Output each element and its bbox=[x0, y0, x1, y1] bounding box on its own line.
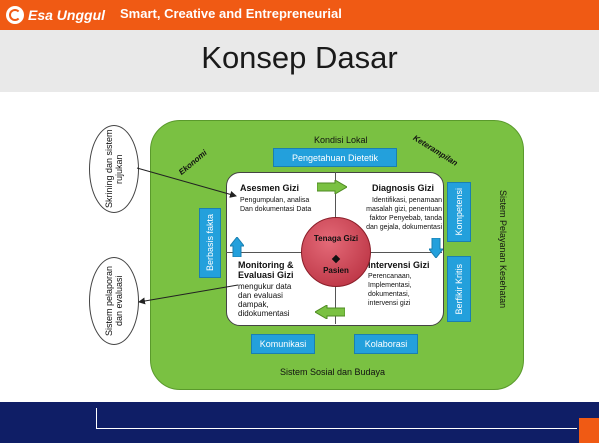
oval-skrining-label: Skrining dan sistem rujukan bbox=[104, 129, 124, 209]
tagline: Smart, Creative and Entrepreneurial bbox=[120, 6, 342, 21]
asesmen-gizi-desc: Pengumpulan, analisa Dan dokumentasi Dat… bbox=[240, 197, 312, 213]
monitoring-evaluasi-desc: mengukur data dan evaluasi dampak, didok… bbox=[238, 282, 292, 318]
outer-top-label: Kondisi Lokal bbox=[314, 135, 368, 145]
slide-title: Konsep Dasar bbox=[201, 40, 398, 75]
diagnosis-gizi-desc: Identifikasi, penamaan masalah gizi, pen… bbox=[366, 197, 442, 231]
brand: Esa Unggul bbox=[6, 4, 105, 26]
diamond-icon bbox=[331, 254, 341, 264]
box-berbasis-fakta: Berbasis fakta bbox=[199, 208, 221, 278]
box-berfikir-kritis-label: Berfikir Kritis bbox=[454, 263, 464, 315]
oval-pelaporan-evaluasi: Sistem pelaporan dan evaluasi bbox=[89, 257, 139, 345]
intervensi-gizi-desc: Perencanaan, Implementasi, dokumentasi, … bbox=[368, 273, 412, 307]
arrow-down-icon bbox=[429, 238, 443, 258]
oval-skrining-rujukan: Skrining dan sistem rujukan bbox=[89, 125, 139, 213]
footer-line bbox=[96, 408, 577, 429]
footer-accent bbox=[579, 418, 599, 443]
box-berbasis-fakta-label: Berbasis fakta bbox=[205, 214, 215, 272]
footer-bar bbox=[0, 402, 599, 443]
arrow-left-icon bbox=[315, 305, 345, 319]
intervensi-gizi-title: Intervensi Gizi bbox=[368, 260, 430, 270]
brand-name: Esa Unggul bbox=[28, 7, 106, 23]
outer-right-label: Sistem Pelayanan Kesehatan bbox=[498, 190, 508, 309]
outer-bottom-label: Sistem Sosial dan Budaya bbox=[280, 367, 386, 377]
box-kolaborasi: Kolaborasi bbox=[354, 334, 418, 354]
center-top-label: Tenaga Gizi bbox=[313, 234, 359, 243]
asesmen-gizi-title: Asesmen Gizi bbox=[240, 183, 300, 193]
box-pengetahuan-dietetik: Pengetahuan Dietetik bbox=[273, 148, 397, 167]
title-band bbox=[0, 30, 599, 92]
arrow-right-icon bbox=[317, 180, 347, 194]
esa-unggul-logo-icon bbox=[6, 6, 24, 24]
center-bottom-label: Pasien bbox=[323, 266, 349, 275]
box-berfikir-kritis: Berfikir Kritis bbox=[447, 256, 471, 322]
header-bar bbox=[0, 0, 599, 30]
tenaga-gizi-pasien-circle: Tenaga Gizi Pasien bbox=[301, 217, 371, 287]
box-kompetensi: Kompetensi bbox=[447, 182, 471, 242]
monitoring-evaluasi-title: Monitoring & Evaluasi Gizi bbox=[238, 260, 294, 280]
diagnosis-gizi-title: Diagnosis Gizi bbox=[372, 183, 435, 193]
arrow-up-icon bbox=[230, 237, 244, 257]
box-kompetensi-label: Kompetensi bbox=[454, 188, 464, 236]
oval-pelaporan-label: Sistem pelaporan dan evaluasi bbox=[104, 265, 124, 337]
box-komunikasi: Komunikasi bbox=[251, 334, 315, 354]
